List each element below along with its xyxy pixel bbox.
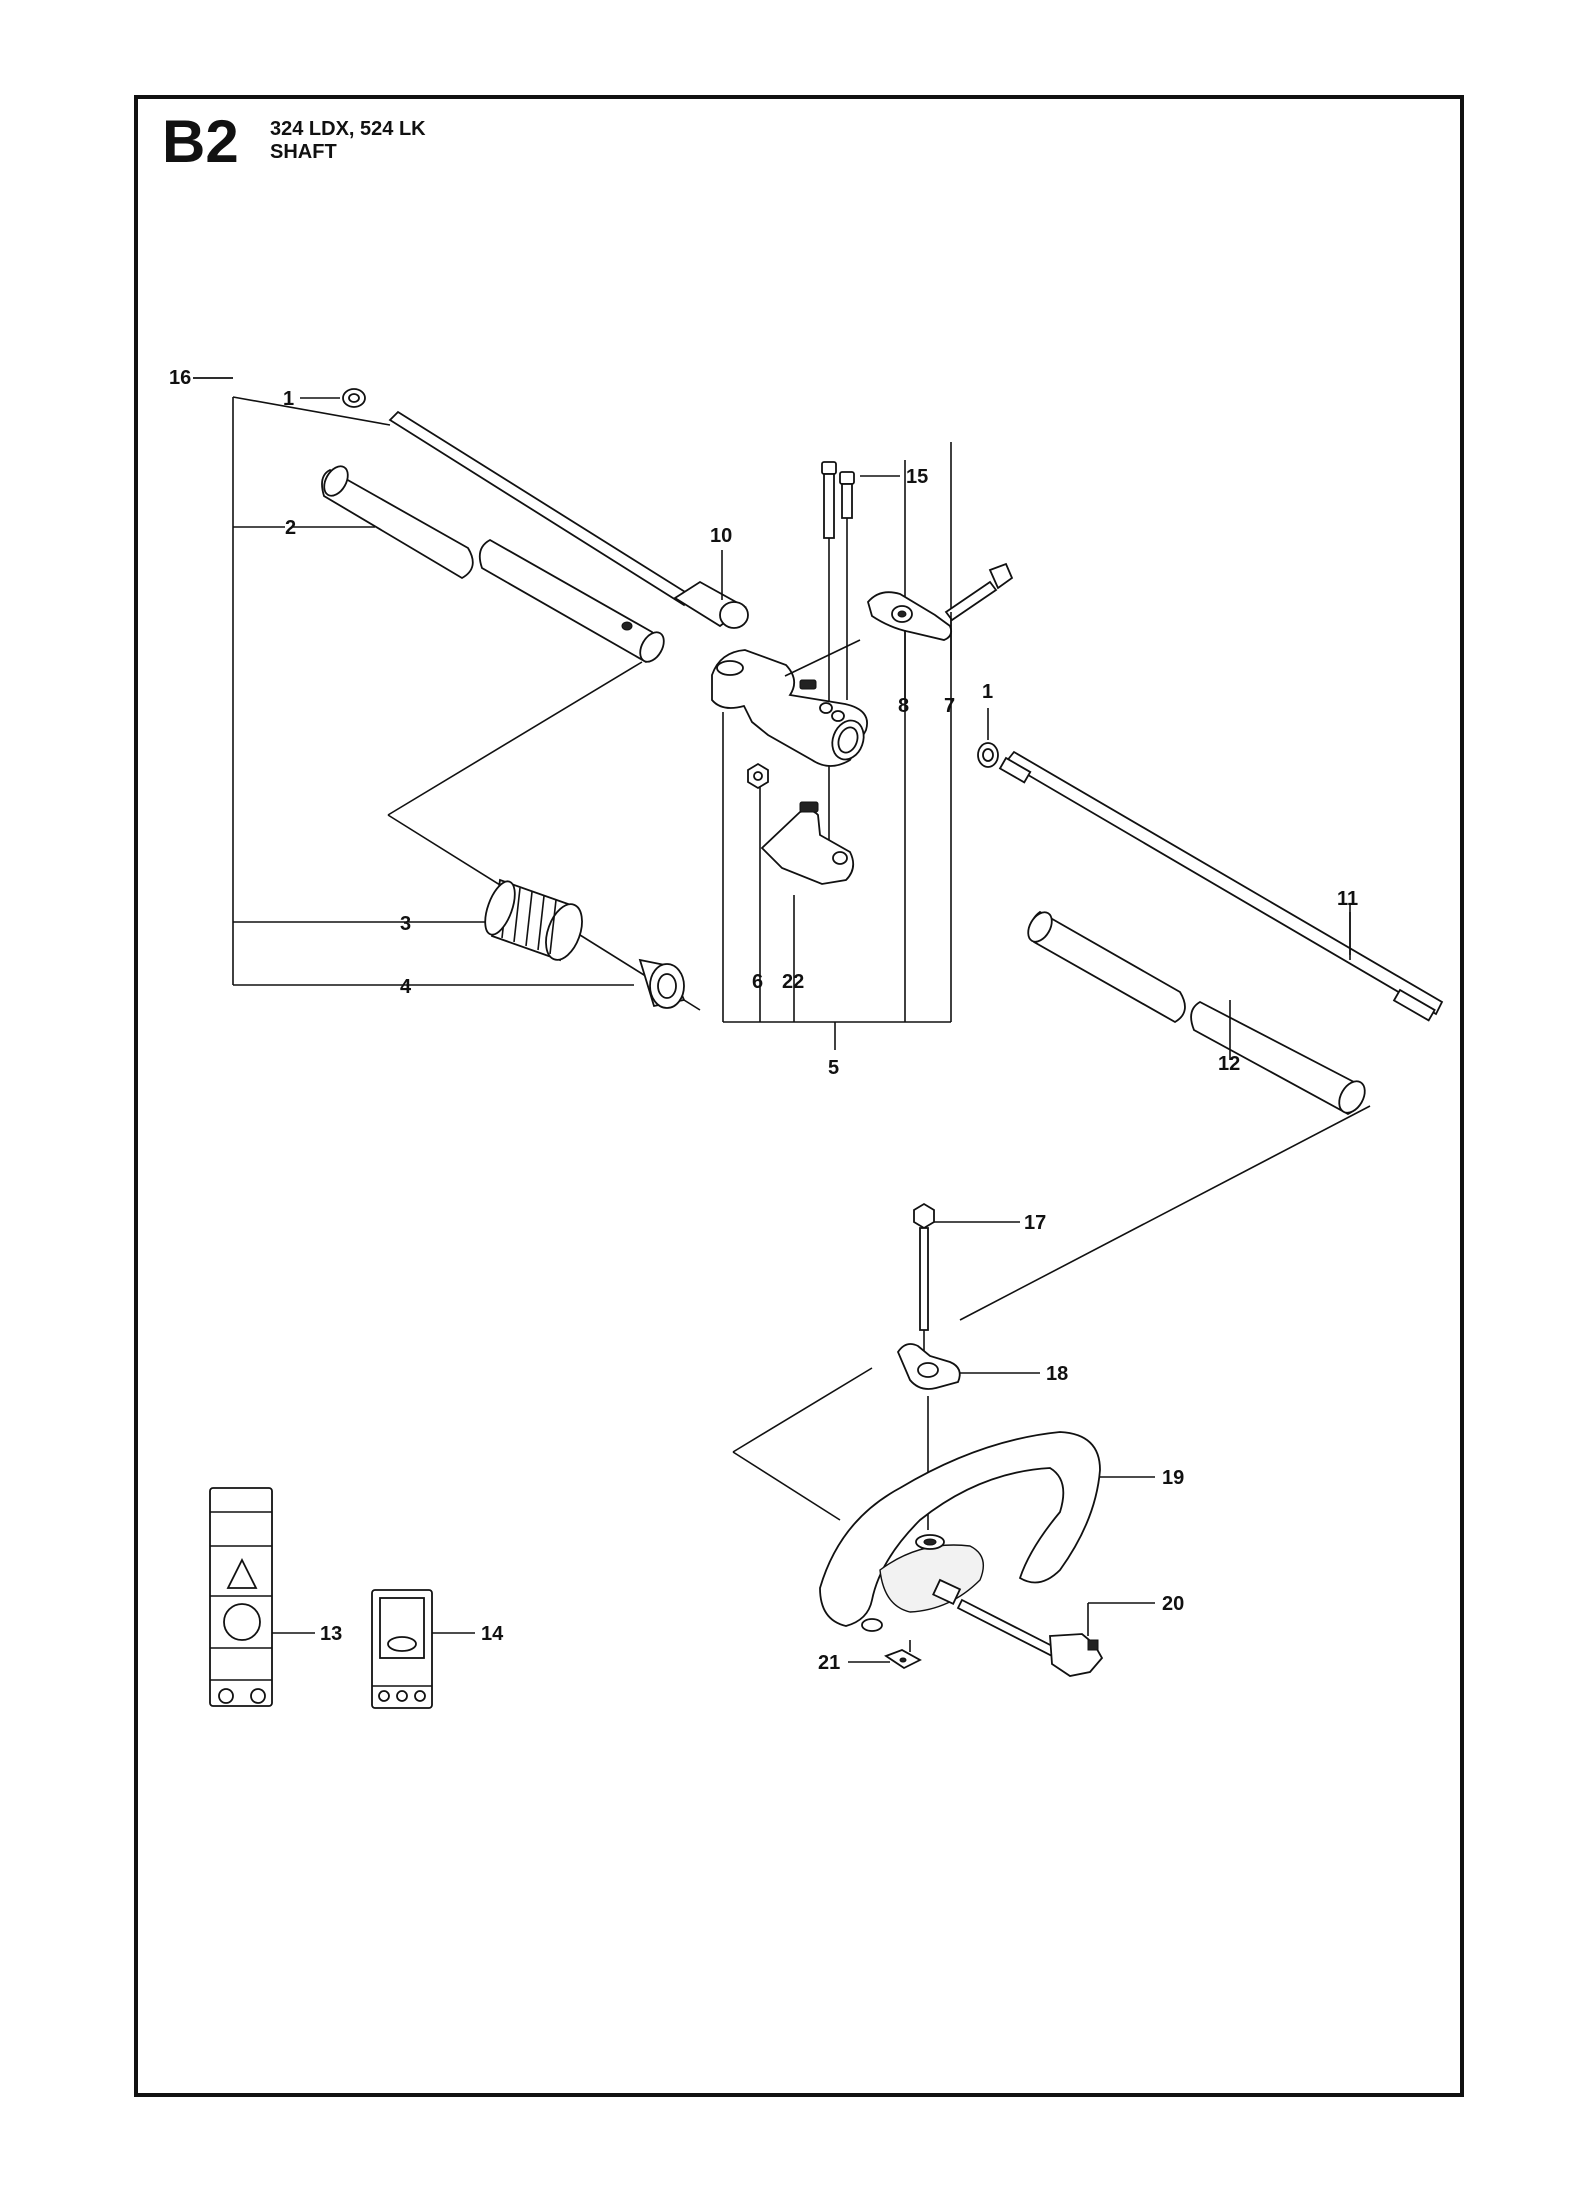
- part-14-label: [371, 1589, 475, 1709]
- callout-10: 10: [710, 525, 732, 547]
- callout-3: 3: [400, 913, 411, 935]
- part-6-nut: [747, 762, 769, 790]
- callout-11: 11: [1337, 888, 1358, 910]
- callout-12: 12: [1218, 1053, 1240, 1075]
- callout-2: 2: [285, 517, 296, 539]
- part-20-clip: [932, 1578, 1155, 1677]
- callout-8: 8: [898, 695, 909, 717]
- callout-22: 22: [782, 971, 804, 993]
- callout-20: 20: [1162, 1593, 1184, 1615]
- callout-1b: 1: [982, 681, 993, 703]
- part-7-screw: [944, 562, 1014, 660]
- callout-17: 17: [1024, 1212, 1046, 1234]
- part-19-loop-handle: [819, 1431, 1155, 1632]
- part-11-shaft-right: [998, 750, 1444, 1022]
- part-4-bushing: [400, 958, 686, 1009]
- left-leader-lines: [387, 661, 701, 1011]
- group-bracket-5: [722, 442, 952, 1050]
- part-13-label: [209, 1487, 315, 1707]
- part-12-tube-right: [959, 910, 1371, 1321]
- callout-6: 6: [752, 971, 763, 993]
- part-17-bolt: [913, 1202, 1020, 1375]
- handle-leader-lines: [732, 1367, 873, 1521]
- part-8-knob: [867, 591, 953, 700]
- section-header: 324 LDX, 524 LK SHAFT: [270, 118, 426, 164]
- callout-4: 4: [400, 976, 412, 998]
- callout-13: 13: [320, 1623, 342, 1645]
- part-1-washer-right: [977, 708, 999, 768]
- section-code: B2: [162, 108, 239, 175]
- model-line: 324 LDX, 524 LK: [270, 118, 426, 140]
- part-drive-shaft-upper: [388, 410, 749, 629]
- part-2-tube: [293, 465, 665, 664]
- callout-1a: 1: [283, 388, 294, 410]
- clamp-leader-lines: [784, 639, 861, 677]
- callout-19: 19: [1162, 1467, 1184, 1489]
- callout-18: 18: [1046, 1363, 1068, 1385]
- group-bracket-16: [193, 377, 400, 986]
- callout-21: 21: [818, 1652, 840, 1674]
- callout-14: 14: [481, 1623, 504, 1645]
- page-frame: [134, 95, 1464, 2097]
- part-22-lower-clamp: [760, 801, 855, 885]
- part-21-square-nut: [848, 1640, 922, 1670]
- part-3-coupling: [400, 878, 583, 962]
- part-1-washer-left: [300, 388, 366, 408]
- section-title: SHAFT: [270, 141, 337, 163]
- callout-15: 15: [906, 466, 928, 488]
- part-15-screws: [821, 461, 900, 855]
- callout-7: 7: [944, 695, 955, 717]
- callout-16: 16: [169, 367, 191, 389]
- callout-5: 5: [828, 1057, 839, 1079]
- part-clamp-body: [711, 649, 868, 767]
